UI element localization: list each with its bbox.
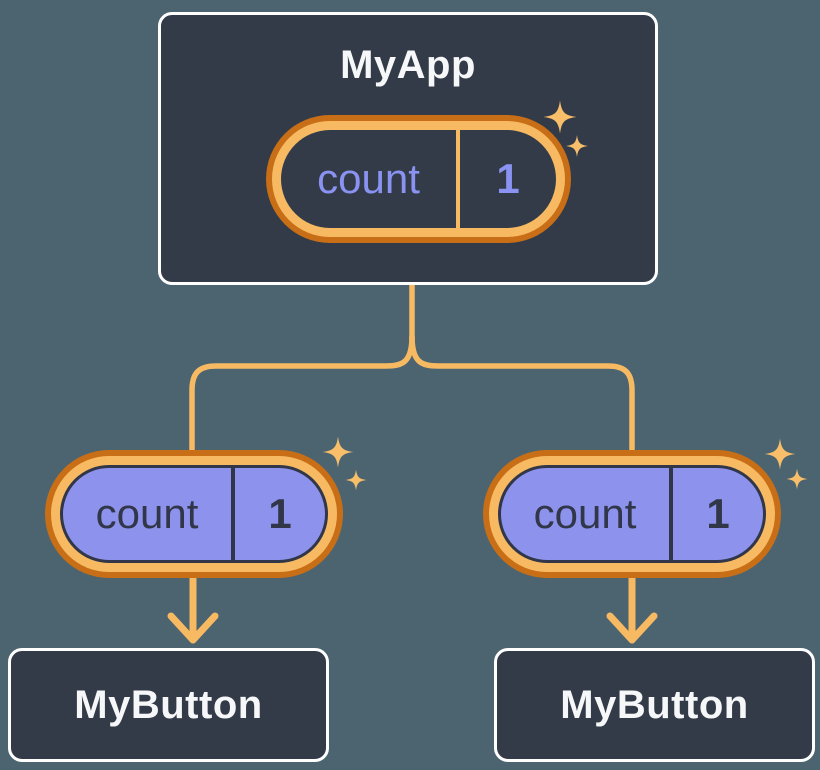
prop-pill-left: count 1	[45, 450, 343, 578]
pill-divider	[456, 130, 460, 228]
connector-branch-left	[189, 335, 415, 454]
button-node-title: MyButton	[74, 682, 263, 727]
prop-pill-body: count 1	[60, 465, 328, 563]
state-pill-body: count 1	[281, 130, 556, 228]
arrow-down-icon	[606, 572, 658, 644]
button-node-title: MyButton	[560, 682, 749, 727]
pill-divider	[669, 468, 673, 560]
prop-pill-body: count 1	[498, 465, 766, 563]
app-node-title: MyApp	[340, 43, 476, 87]
state-pill-ring: count 1	[272, 121, 565, 237]
prop-pill-ring: count 1	[489, 456, 775, 572]
state-pill: count 1	[266, 115, 571, 243]
button-node-right: MyButton	[494, 648, 815, 762]
state-key-label: count	[317, 155, 420, 202]
prop-pill-right: count 1	[483, 450, 781, 578]
button-node-left: MyButton	[8, 648, 329, 762]
prop-key-label: count	[533, 490, 637, 537]
prop-pill-ring: count 1	[51, 456, 337, 572]
pill-divider	[231, 468, 235, 560]
prop-value-label: 1	[268, 490, 292, 537]
arrow-down-icon	[167, 572, 219, 644]
prop-value-label: 1	[706, 490, 730, 537]
state-value-label: 1	[496, 155, 520, 202]
prop-key-label: count	[95, 490, 199, 537]
connector-branch-right	[409, 335, 635, 454]
app-node: MyApp count 1	[158, 12, 658, 285]
